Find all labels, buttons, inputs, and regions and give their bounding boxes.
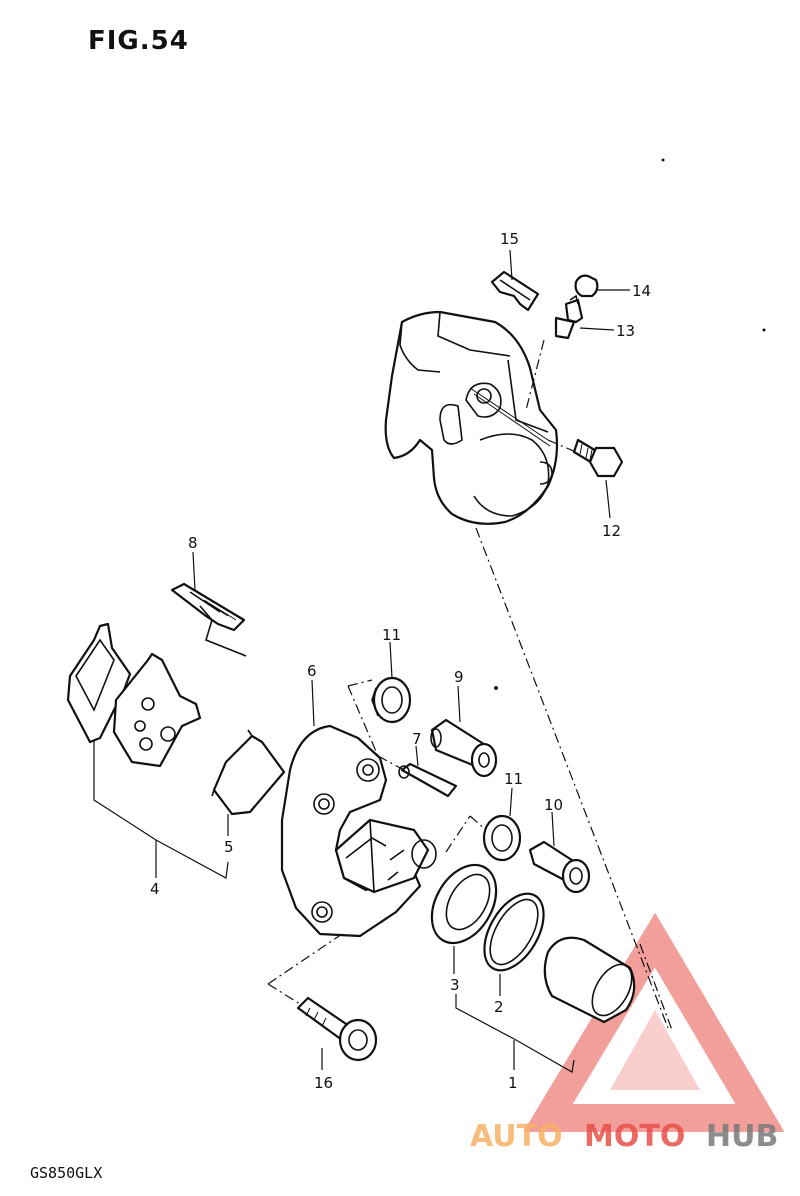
part-12-bolt bbox=[572, 438, 624, 478]
part-10-sleeve-bolt bbox=[528, 840, 591, 894]
callout-12: 12 bbox=[602, 522, 621, 540]
part-8-pad-spring bbox=[170, 582, 247, 657]
watermark-text: AUTO MOTO HUB bbox=[470, 1119, 778, 1154]
callout-5: 5 bbox=[224, 838, 234, 856]
part-4-brake-pads bbox=[66, 622, 202, 768]
part-piston bbox=[543, 936, 636, 1024]
callout-1: 1 bbox=[508, 1074, 518, 1092]
part-6-caliper-bracket bbox=[280, 724, 437, 938]
part-3-dust-seal bbox=[430, 863, 498, 945]
callout-3: 3 bbox=[450, 976, 460, 994]
part-11-boot-lower bbox=[482, 814, 522, 862]
callout-7: 7 bbox=[412, 730, 422, 748]
watermark-hub: HUB bbox=[706, 1119, 778, 1154]
part-5-pad-shim bbox=[211, 729, 286, 816]
callout-6: 6 bbox=[307, 662, 317, 680]
caliper-holder-upper bbox=[384, 310, 559, 525]
part-16-mounting-bolt bbox=[296, 996, 378, 1062]
callout-9: 9 bbox=[454, 668, 464, 686]
part-15-pad-spring bbox=[490, 270, 540, 312]
watermark-logo bbox=[523, 912, 785, 1132]
part-11-boot-upper bbox=[371, 676, 412, 724]
callout-4: 4 bbox=[150, 880, 160, 898]
part-13-bleeder-valve bbox=[554, 294, 584, 340]
part-7-pin bbox=[398, 762, 458, 798]
watermark-auto: AUTO bbox=[470, 1119, 563, 1154]
callout-14: 14 bbox=[632, 282, 651, 300]
callout-13: 13 bbox=[616, 322, 635, 340]
callout-11-upper: 11 bbox=[382, 626, 401, 644]
callout-15: 15 bbox=[500, 230, 519, 248]
figure-title: FIG.54 bbox=[88, 26, 189, 56]
callout-8: 8 bbox=[188, 534, 198, 552]
callout-16: 16 bbox=[314, 1074, 333, 1092]
model-code: GS850GLX bbox=[30, 1164, 103, 1182]
callout-labels: 15 14 13 12 8 11 6 9 7 11 10 5 4 3 2 1 1… bbox=[150, 230, 651, 1092]
callout-10: 10 bbox=[544, 796, 563, 814]
watermark-moto: MOTO bbox=[584, 1119, 685, 1154]
part-14-bleeder-cap bbox=[574, 274, 599, 298]
leader-lines bbox=[93, 249, 673, 1073]
callout-2: 2 bbox=[494, 998, 504, 1016]
callout-11-lower: 11 bbox=[504, 770, 523, 788]
part-2-piston-seal bbox=[483, 892, 545, 972]
part-9-sleeve bbox=[430, 718, 498, 778]
